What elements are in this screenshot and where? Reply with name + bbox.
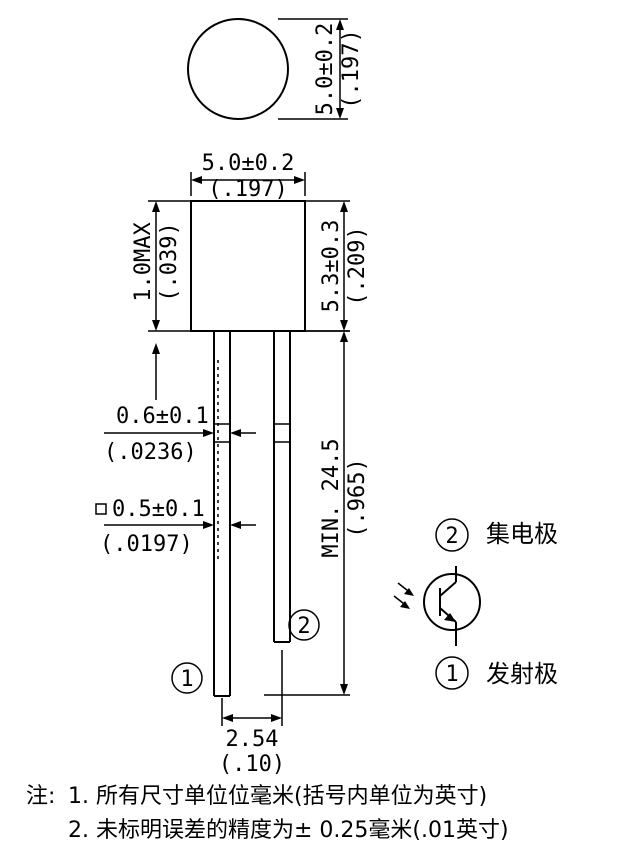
phototransistor-symbol-icon [393,566,481,646]
svg-text:1: 1 [445,662,458,687]
square-symbol-icon [95,503,107,515]
note-line-2: 2. 未标明误差的精度为± 0.25毫米(.01英寸) [68,818,509,843]
lead-square-dimension: 0.5±0.1 (.0197) [95,497,256,557]
flange-max-dimension: 1.0MAX (.039) [131,200,190,400]
body-height-label: 5.3±0.3 [319,220,344,313]
svg-text:2: 2 [445,524,458,549]
notes-prefix: 注: [26,784,55,809]
pin-1-marker: 1 [171,662,203,694]
package-body [190,200,306,332]
emitter-pin-marker: 1 [435,656,469,690]
lead-width-dimension: 0.6±0.1 (.0236) [104,404,256,465]
lead-pin-1 [213,332,231,697]
body-width-label: 5.0±0.2 [202,151,295,176]
lead-width-inch-label: (.0236) [104,440,197,465]
svg-text:2: 2 [297,614,310,639]
collector-label: 集电极 [486,520,558,548]
flange-max-inch-label: (.039) [157,222,182,301]
notes: 注: 1. 所有尺寸单位位毫米(括号内单位为英寸) 2. 未标明误差的精度为± … [26,784,509,843]
collector-pin-marker: 2 [435,518,469,552]
lead-pin-2 [273,332,291,643]
top-view: 5.0±0.2 (.197) [187,18,364,120]
body-height-dimension: 5.3±0.3 (.209) [306,200,370,332]
top-view-diameter-inch-label: (.197) [339,29,364,108]
lead-length-label: MIN. 24.5 [319,438,344,557]
lead-square-label: 0.5±0.1 [112,497,205,522]
pin-2-marker: 2 [288,609,320,641]
lead-square-inch-label: (.0197) [100,532,193,557]
pitch-label: 2.54 [226,727,279,752]
svg-text:1: 1 [180,667,193,692]
pitch-inch-label: (.10) [219,752,285,777]
top-view-circle [187,18,289,120]
flange-max-label: 1.0MAX [131,222,156,302]
top-view-diameter-label: 5.0±0.2 [313,23,338,116]
note-line-1: 1. 所有尺寸单位位毫米(括号内单位为英寸) [68,784,487,809]
lead-width-label: 0.6±0.1 [116,404,209,429]
emitter-label: 发射极 [486,660,558,688]
pitch-dimension: 2.54 (.10) [219,650,285,777]
body-width-inch-label: (.197) [208,177,287,202]
body-width-dimension: 5.0±0.2 (.197) [190,151,306,202]
body-height-inch-label: (.209) [345,226,370,305]
lead-length-dimension: MIN. 24.5 (.965) [264,330,370,696]
lead-length-inch-label: (.965) [345,458,370,537]
